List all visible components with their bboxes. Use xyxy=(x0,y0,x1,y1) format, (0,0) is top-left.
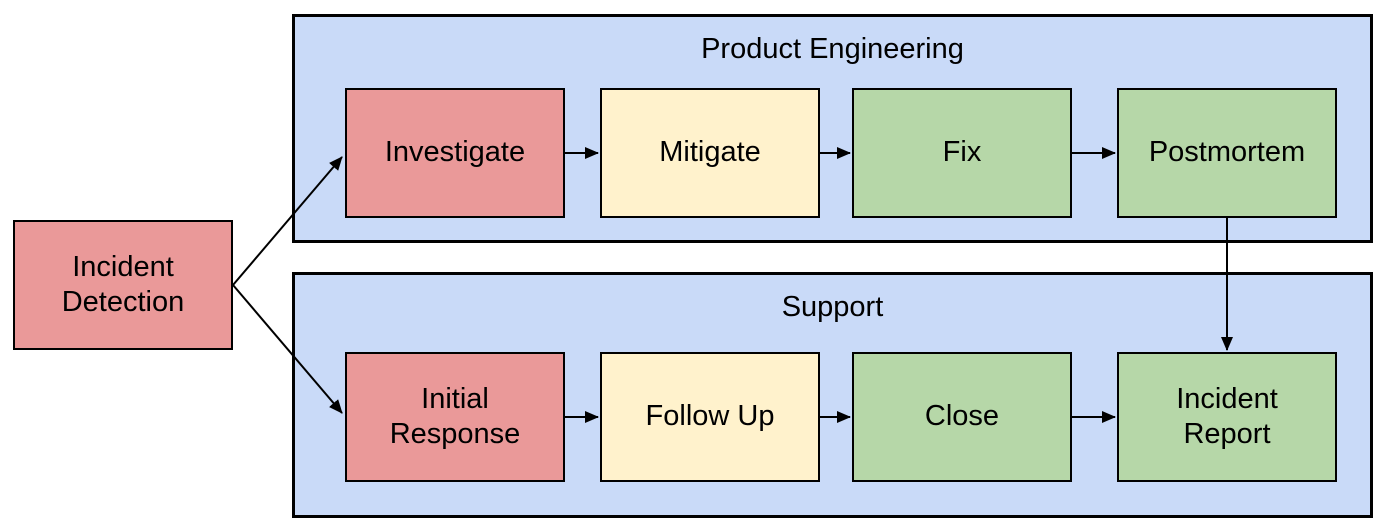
node-incident-report: Incident Report xyxy=(1117,352,1337,482)
lane-title-support: Support xyxy=(781,291,884,323)
node-fix: Fix xyxy=(852,88,1072,218)
node-initial-response: Initial Response xyxy=(345,352,565,482)
node-close: Close xyxy=(852,352,1072,482)
node-follow-up: Follow Up xyxy=(600,352,820,482)
lane-title-product-engineering: Product Engineering xyxy=(701,33,964,65)
node-mitigate: Mitigate xyxy=(600,88,820,218)
node-investigate: Investigate xyxy=(345,88,565,218)
node-postmortem: Postmortem xyxy=(1117,88,1337,218)
node-incident-detection: Incident Detection xyxy=(13,220,233,350)
